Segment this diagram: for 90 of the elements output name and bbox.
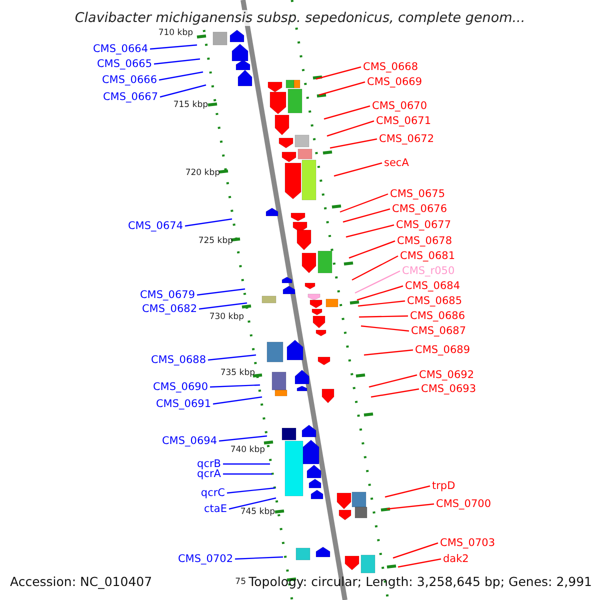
gene-label: CMS_0674 [128, 220, 183, 233]
gene-label: qcrB [197, 458, 221, 471]
gene-label: qcrA [197, 468, 221, 481]
leader-line [223, 463, 270, 465]
gene-label: CMS_0665 [96, 58, 152, 71]
scale-label: 730 kbp [209, 312, 244, 323]
leader-line [228, 497, 276, 510]
leader-line [356, 285, 404, 301]
gene-label: CMS_0675 [390, 188, 446, 201]
leader-line [210, 384, 260, 388]
gene-label: CMS_0669 [367, 76, 422, 89]
leader-line [218, 435, 268, 442]
gene-label: CMS_0702 [178, 553, 233, 566]
leader-line [370, 388, 420, 398]
gene-label: CMS_0694 [162, 435, 217, 448]
leader-line [398, 558, 442, 568]
gene-label: CMS_0688 [150, 354, 206, 367]
gene-label: secA [384, 157, 409, 170]
gene-label: CMS_0685 [407, 295, 462, 308]
leader-line [352, 255, 398, 281]
leader-line [348, 240, 396, 259]
gene-label: CMS_0692 [419, 369, 474, 382]
gene-label: CMS_0689 [415, 344, 470, 357]
leader-line [334, 162, 382, 177]
leader-line [198, 302, 248, 310]
gene-label: CMS_0691 [156, 398, 211, 411]
gene-label: CMS_0686 [410, 310, 466, 323]
gene-label: dak2 [443, 553, 469, 566]
gene-label: CMS_0682 [142, 303, 197, 316]
leader-line [358, 315, 408, 318]
leader-line [223, 473, 272, 475]
leader-line [360, 325, 410, 332]
scale-label: 745 kbp [240, 507, 275, 518]
gene-label: CMS_0671 [376, 115, 432, 128]
leader-line [208, 354, 256, 361]
leader-line [150, 44, 198, 50]
accession-text: Accession: NC_010407 [10, 574, 152, 590]
gene-label: qcrC [200, 487, 225, 500]
gene-label: CMS_0670 [372, 100, 428, 113]
leader-line [234, 556, 284, 560]
gene-label: CMS_r050 [402, 265, 455, 278]
gene-label: CMS_0703 [440, 537, 496, 550]
gene-label: CMS_0678 [397, 235, 452, 248]
genome-info-text: Topology: circular; Length: 3,258,645 bp; Genes: 2,991 [248, 574, 592, 590]
leader-line [316, 66, 362, 80]
scale-label: 720 kbp [185, 168, 220, 179]
gene-label: CMS_0690 [152, 381, 208, 394]
gene-label: CMS_0668 [363, 61, 418, 74]
leader-line [324, 105, 370, 120]
gene-label: trpD [432, 480, 456, 493]
leader-line [158, 71, 204, 81]
leader-line [386, 503, 434, 510]
gene-label: CMS_0672 [379, 133, 434, 146]
map-title: Clavibacter michiganensis subsp. sepedonicus, complete genom... [74, 9, 526, 27]
leader-line [330, 138, 378, 149]
gene-label: ctaE [204, 503, 227, 516]
gene-label: CMS_0666 [102, 74, 157, 87]
scale-label: 735 kbp [220, 368, 255, 379]
scale-label: 710 kbp [158, 28, 193, 39]
gene-label: CMS_0700 [436, 498, 492, 511]
leader-line [354, 270, 400, 294]
leader-line [154, 58, 200, 65]
scale-label: 725 kbp [198, 236, 233, 247]
gene-label: CMS_0684 [405, 280, 460, 293]
leader-line [384, 485, 430, 498]
gene-label: CMS_0681 [400, 250, 456, 263]
leader-line [318, 81, 366, 96]
leader-line [358, 300, 406, 307]
leader-line [346, 224, 394, 238]
leader-line [364, 349, 414, 356]
gene-label: CMS_0667 [102, 91, 158, 104]
leader-line [184, 218, 232, 227]
leader-line [368, 374, 418, 388]
gene-label: CMS_0687 [411, 325, 466, 338]
gene-label: CMS_0679 [140, 289, 195, 302]
leader-line [340, 193, 388, 213]
scale-label: 740 kbp [230, 445, 265, 456]
gene-label: CMS_0676 [392, 203, 448, 216]
leader-line [226, 487, 276, 494]
gene-label: CMS_0677 [396, 219, 452, 232]
leader-line [392, 542, 438, 559]
leader-line [160, 84, 206, 98]
leader-line [342, 208, 390, 223]
leader-line [326, 120, 374, 137]
leader-line [196, 288, 246, 296]
scale-label: 75 [235, 577, 246, 588]
leader-line [212, 396, 262, 405]
scale-label: 715 kbp [173, 100, 208, 111]
gene-label: CMS_0664 [92, 43, 148, 56]
gene-label: CMS_0693 [421, 383, 476, 396]
